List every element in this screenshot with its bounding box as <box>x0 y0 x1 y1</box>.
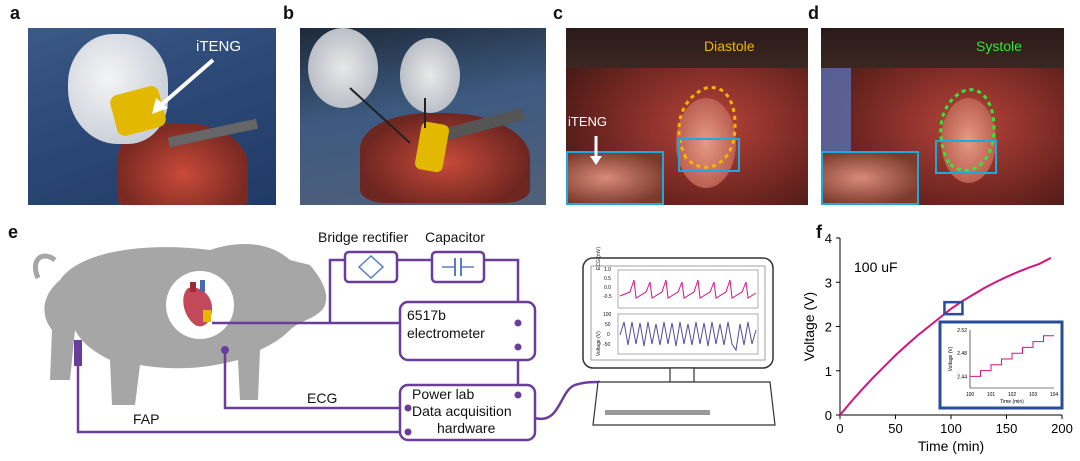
bridge-rectifier <box>343 250 399 284</box>
monitor-bottom-tick-3: -50 <box>603 342 611 348</box>
heart <box>676 98 736 188</box>
y-tick-label: 1 <box>825 364 832 379</box>
fap-sensor <box>74 340 82 366</box>
panel-letter-c: c <box>553 3 564 23</box>
capacitor <box>430 250 486 284</box>
systole-outline <box>939 88 996 172</box>
panel-letter-d: d <box>808 3 819 23</box>
electrometer-box <box>398 300 537 362</box>
schematic-e <box>32 244 776 442</box>
iteng-arrow-a <box>152 58 215 114</box>
gloved-hand-left <box>308 28 378 108</box>
capacitance-annotation: 100 uF <box>854 259 898 275</box>
zoom-region-box <box>943 300 964 316</box>
powerlab-label-3: hardware <box>437 420 496 436</box>
roi-zoom-c <box>566 151 664 205</box>
y-axis-label: Voltage (V) <box>801 292 817 361</box>
monitor-top-ylabel: ECG (mV) <box>596 246 602 270</box>
photo-top-shadow <box>566 28 808 68</box>
surgery-photo-a: iTENG <box>28 28 276 205</box>
heart-photo-systole: Systole <box>821 28 1064 205</box>
inset-x-axis-label: Time (min) <box>1000 399 1024 405</box>
monitor-top-tick-1: 0.5 <box>604 276 611 282</box>
drape <box>821 68 851 158</box>
y-tick-label: 4 <box>825 231 832 246</box>
inset-x-tick-label: 104 <box>1050 392 1059 398</box>
voltage-trace <box>619 321 757 352</box>
y-tick-label: 2 <box>825 320 832 335</box>
systole-label: Systole <box>976 38 1022 54</box>
powerlab-port-2 <box>404 404 412 412</box>
inset-y-tick-label: 2.48 <box>957 351 967 357</box>
capacitor-label: Capacitor <box>425 229 485 245</box>
electrometer-port-1 <box>514 319 522 327</box>
monitor-bottom-ylabel: Voltage (V) <box>596 331 602 356</box>
circuit-wires <box>76 258 601 434</box>
fap-label: FAP <box>133 411 160 427</box>
powerlab-box <box>398 383 537 442</box>
voltage-trace-frame <box>617 313 759 355</box>
monitor-top-tick-2: 0.0 <box>604 285 611 291</box>
roi-box-d <box>935 140 997 174</box>
surgery-photo-b <box>300 28 546 205</box>
iteng-label-a: iTENG <box>196 38 241 55</box>
powerlab-port-3 <box>404 428 412 436</box>
inset-y-tick-label: 2.44 <box>957 374 967 380</box>
electrometer-label-2: electrometer <box>407 325 485 341</box>
heart-photo-diastole: iTENG Diastole <box>566 28 808 205</box>
x-tick-label: 100 <box>940 421 962 436</box>
heart-icon <box>183 280 212 327</box>
panel-letter-b: b <box>283 3 294 23</box>
powerlab-label-2: Data acquisition <box>412 403 512 419</box>
ecg-electrode <box>221 346 229 354</box>
diastole-outline <box>677 86 737 169</box>
roi-box-c <box>678 138 740 172</box>
inset-y-tick-label: 2.52 <box>957 328 967 334</box>
photo-top-shadow-d <box>821 28 1064 68</box>
gloved-hand-right <box>400 38 460 113</box>
bridge-rectifier-label: Bridge rectifier <box>318 229 409 245</box>
inset-x-tick-label: 100 <box>966 392 975 398</box>
diastole-label: Diastole <box>704 38 755 54</box>
x-tick-label: 200 <box>1051 421 1073 436</box>
x-tick-label: 150 <box>996 421 1018 436</box>
forceps <box>349 87 426 144</box>
inset-y-axis-label: Voltage (V) <box>948 346 954 371</box>
inset-voltage-series-line <box>970 335 1054 377</box>
roi-zoom-d <box>821 151 919 205</box>
monitor-bottom-tick-2: 0 <box>607 332 610 338</box>
electrometer-label-1: 6517b <box>407 307 446 323</box>
powerlab-label-1: Power lab <box>412 386 475 402</box>
iteng-arrow-c <box>590 136 602 165</box>
monitor-top-tick-3: -0.5 <box>603 294 612 300</box>
ecg-trace-frame <box>617 269 759 309</box>
x-tick-label: 0 <box>836 421 843 436</box>
electrometer-port-2 <box>514 343 522 351</box>
monitor-top-tick-0: 1.0 <box>604 267 611 273</box>
panel-letter-e: e <box>8 222 19 242</box>
iteng-label-c: iTENG <box>568 114 607 129</box>
powerlab-port-1 <box>514 391 522 399</box>
panel-letter-f: f <box>816 222 822 242</box>
inset-x-tick-label: 103 <box>1029 392 1038 398</box>
monitor-bottom-tick-1: 50 <box>605 322 611 328</box>
ecg-trace <box>619 279 757 299</box>
y-tick-label: 3 <box>825 275 832 290</box>
panel-letter-a: a <box>10 3 21 23</box>
inset-x-tick-label: 102 <box>1008 392 1017 398</box>
inset-x-tick-label: 101 <box>987 392 996 398</box>
x-axis-label: Time (min) <box>918 438 984 454</box>
x-tick-label: 50 <box>888 421 902 436</box>
monitor-bottom-tick-0: 100 <box>603 312 612 318</box>
ecg-label: ECG <box>307 390 338 406</box>
y-tick-label: 0 <box>825 408 832 423</box>
